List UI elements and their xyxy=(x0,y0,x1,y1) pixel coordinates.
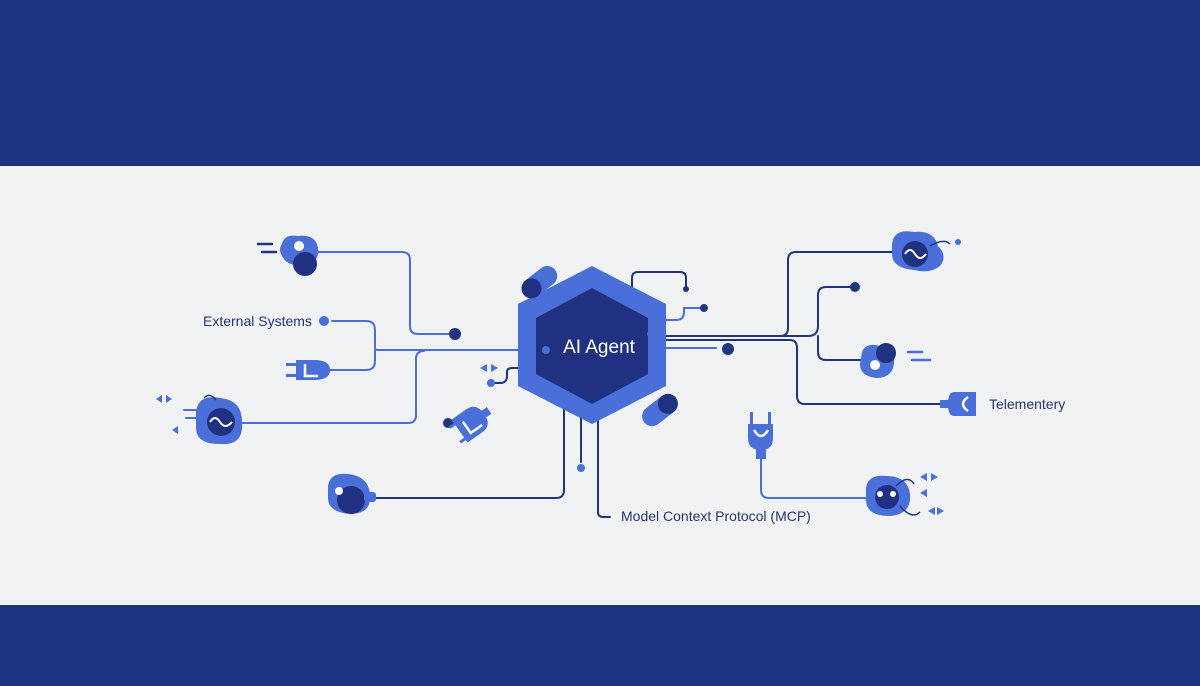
node-dark-dot xyxy=(875,485,899,509)
waveform-line xyxy=(209,417,233,427)
label-external-systems: External Systems xyxy=(203,313,312,329)
waveform-icon-top-right xyxy=(892,231,951,272)
plug-icon xyxy=(448,406,492,444)
ai-agent-hub: AI Agent xyxy=(518,266,678,427)
connector-right-hook xyxy=(649,307,703,321)
connector-right-mid xyxy=(651,286,853,337)
junction-dot xyxy=(319,316,329,326)
connector-arrow-line xyxy=(487,367,533,384)
connector-bottom-right xyxy=(760,457,867,499)
label-telemetry: Telementery xyxy=(989,396,1065,412)
waveform-icon-left xyxy=(156,394,243,445)
connector-right-mid-lower xyxy=(817,335,867,361)
junction-dot xyxy=(700,304,708,312)
node-dark-dot xyxy=(337,486,365,514)
connector-lines xyxy=(237,251,945,518)
connector-top-hook xyxy=(631,271,687,297)
connector-right-top xyxy=(651,251,899,337)
wire xyxy=(895,478,921,516)
hub-port xyxy=(542,346,550,354)
label-mcp: Model Context Protocol (MCP) xyxy=(621,508,811,524)
node-icon-right-mid xyxy=(860,343,932,378)
node-light-dot xyxy=(335,487,343,495)
connector-drop-2 xyxy=(597,391,611,518)
motion-lines xyxy=(183,409,199,419)
capsule-icon xyxy=(642,393,678,427)
junction-dot xyxy=(955,239,961,245)
node-light-dot xyxy=(294,241,304,251)
junction-dot xyxy=(850,282,860,292)
connector-bottom-left xyxy=(371,391,565,499)
arrow-icon xyxy=(480,364,498,372)
hub-label: AI Agent xyxy=(563,337,636,358)
motion-lines xyxy=(256,242,278,254)
junction-dot xyxy=(449,328,461,340)
wire xyxy=(929,240,951,247)
junction-dot xyxy=(577,464,585,472)
node-light-dot xyxy=(870,360,880,370)
plug-icon-mcp xyxy=(748,412,773,459)
junction-dots xyxy=(319,239,961,472)
junction-dot xyxy=(487,379,495,387)
hub-inner-hexagon xyxy=(536,288,648,404)
junction-dot xyxy=(722,343,734,355)
connector-plug-left xyxy=(329,349,376,371)
connector-external-systems xyxy=(331,320,549,351)
node-dark-dot xyxy=(293,252,317,276)
capsule-icon xyxy=(521,266,558,299)
motion-lines xyxy=(906,350,932,362)
hub-port xyxy=(628,294,636,302)
connector-top-left xyxy=(311,251,456,335)
waveform-line xyxy=(904,249,927,259)
hub-port xyxy=(647,331,653,337)
wire xyxy=(203,394,217,401)
connector-wave-left xyxy=(237,350,425,424)
node-icon-bottom-left xyxy=(328,473,376,514)
node-icon-top-left xyxy=(256,235,319,276)
node-dark-dot xyxy=(876,343,896,363)
arrow-icon xyxy=(920,473,944,515)
plug-icon-telemetry xyxy=(940,392,976,416)
node-light-dot xyxy=(877,491,883,497)
bottom-banner xyxy=(0,605,1200,686)
junction-dot xyxy=(683,286,689,292)
top-banner xyxy=(0,0,1200,166)
node-light-dot xyxy=(890,491,896,497)
arrow-icon xyxy=(156,395,178,434)
node-icon-bottom-right xyxy=(866,473,944,516)
plug-icon xyxy=(286,360,330,380)
connector-telemetry xyxy=(651,339,945,405)
